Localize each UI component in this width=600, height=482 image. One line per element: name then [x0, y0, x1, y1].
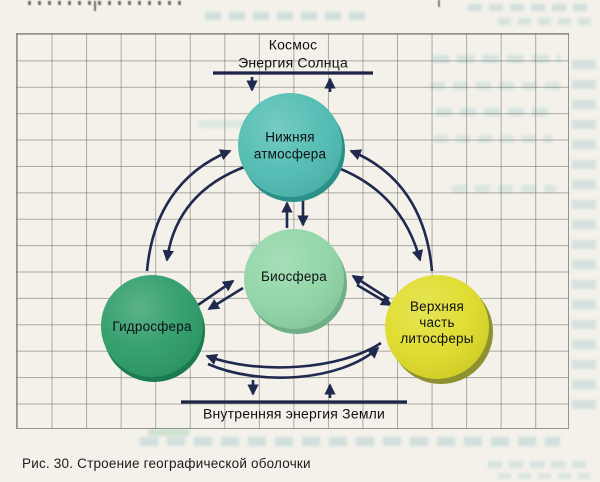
- node-lower-atmosphere: [238, 93, 345, 202]
- atmosphere-label: Нижняя атмосфера: [254, 130, 326, 163]
- circle-texture: [101, 275, 203, 377]
- lithosphere-label-line3: литосферы: [400, 331, 474, 346]
- arrow-hydrosphere-to-atmosphere: [145, 149, 232, 272]
- cropped-text-fragment: [438, 0, 440, 7]
- hydrosphere-label: Гидросфера: [112, 319, 191, 336]
- arrow-biosphere-to-hydrosphere: [207, 286, 244, 311]
- bleed-through-artifact: [488, 461, 592, 468]
- hydrosphere-label-line1: Гидросфера: [112, 318, 192, 334]
- lithosphere-label: Верхняя часть литосферы: [400, 299, 473, 347]
- bleed-through-artifact: [140, 437, 560, 446]
- lithosphere-label-line2: часть: [419, 315, 455, 330]
- arrow-lithosphere-to-biosphere: [351, 274, 390, 301]
- bleed-through-artifact: [205, 12, 365, 20]
- node-upper-lithosphere: [385, 275, 493, 384]
- space-label-line2: Энергия Солнца: [238, 54, 348, 70]
- arrow-biosphere-to-lithosphere: [356, 283, 393, 307]
- atmosphere-label-line1: Нижняя: [265, 129, 315, 145]
- circle-texture: [385, 275, 489, 379]
- bleed-through-artifact: [498, 473, 590, 479]
- biosphere-label-line1: Биосфера: [261, 268, 327, 284]
- arrow-atmosphere-to-hydrosphere: [162, 164, 248, 262]
- bleed-through-artifact: [572, 60, 596, 420]
- arrow-lithosphere-to-atmosphere: [349, 149, 434, 272]
- space-label-line1: Космос: [268, 36, 318, 53]
- node-hydrosphere: [101, 275, 205, 382]
- arrow-hydrosphere-to-lithosphere: [207, 346, 380, 379]
- arrow-hydrosphere-to-biosphere: [197, 279, 235, 307]
- node-biosphere: [244, 229, 347, 334]
- atmosphere-label-line2: атмосфера: [253, 146, 327, 161]
- bleed-through-artifact: [498, 18, 593, 25]
- earth-energy-label-text: Внутренняя энергия Земли: [202, 405, 386, 422]
- figure-caption: Рис. 30. Строение географической оболочк…: [22, 456, 311, 471]
- circle-texture: [244, 229, 344, 329]
- lithosphere-label-line1: Верхняя: [409, 299, 465, 314]
- earth-energy-label: Внутренняя энергия Земли: [203, 405, 385, 423]
- space-label: Космос Энергия Солнца: [238, 37, 348, 72]
- bleed-through-artifact: [148, 429, 190, 436]
- biosphere-label: Биосфера: [261, 269, 327, 286]
- bleed-through-artifact: [468, 4, 593, 11]
- arrow-lithosphere-to-hydrosphere: [205, 341, 382, 369]
- cropped-text-fragment: [94, 1, 96, 11]
- cropped-text-fragment: [28, 1, 183, 5]
- circle-texture: [238, 93, 342, 197]
- arrow-atmosphere-to-lithosphere: [332, 164, 424, 262]
